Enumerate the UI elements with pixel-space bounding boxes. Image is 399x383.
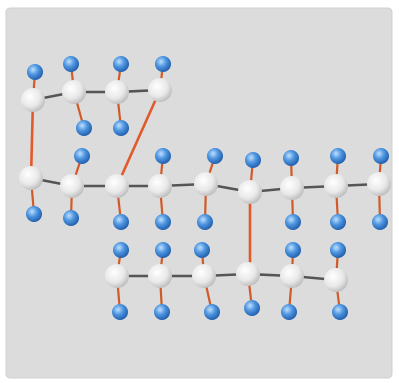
hydrogen-atom <box>112 304 128 320</box>
hydrogen-atom <box>283 150 299 166</box>
backbone-atom <box>148 174 172 198</box>
backbone-atom <box>105 174 129 198</box>
backbone-atom <box>21 88 45 112</box>
backbone-atom <box>324 268 348 292</box>
backbone-atom <box>62 80 86 104</box>
hydrogen-atom <box>194 242 210 258</box>
hydrogen-atom <box>244 300 260 316</box>
hydrogen-atom <box>155 148 171 164</box>
hydrogen-atom <box>332 304 348 320</box>
hydrogen-atom <box>113 56 129 72</box>
hydrogen-atom <box>155 214 171 230</box>
backbone-atom <box>148 264 172 288</box>
hydrogen-atom <box>154 304 170 320</box>
hydrogen-atom <box>245 152 261 168</box>
hydrogen-atom <box>281 304 297 320</box>
backbone-atom <box>105 80 129 104</box>
hydrogen-atom <box>372 214 388 230</box>
backbone-atom <box>60 174 84 198</box>
backbone-atom <box>105 264 129 288</box>
hydrogen-atom <box>330 242 346 258</box>
backbone-atom <box>194 172 218 196</box>
hydrogen-atom <box>74 148 90 164</box>
backbone-atom <box>280 176 304 200</box>
crosslink-bond <box>29 98 35 180</box>
backbone-atom <box>238 180 262 204</box>
hydrogen-atom <box>330 214 346 230</box>
hydrogen-atom <box>113 214 129 230</box>
hydrogen-atom <box>155 242 171 258</box>
hydrogen-atom <box>76 120 92 136</box>
hydrogen-atom <box>63 210 79 226</box>
hydrogen-atom <box>26 206 42 222</box>
hydrogen-atom <box>113 242 129 258</box>
backbone-atom <box>367 172 391 196</box>
hydrogen-atom <box>197 214 213 230</box>
crosslink-bond <box>115 88 162 188</box>
backbone-atom <box>19 166 43 190</box>
backbone-atom <box>324 174 348 198</box>
hydrogen-atom <box>373 148 389 164</box>
backbone-atom <box>148 78 172 102</box>
hydrogen-atom <box>207 148 223 164</box>
backbone-atom <box>280 264 304 288</box>
hydrogen-atom <box>330 148 346 164</box>
hydrogen-atom <box>63 56 79 72</box>
hydrogen-atom <box>155 56 171 72</box>
hydrogen-atom <box>27 64 43 80</box>
hydrogen-atom <box>285 214 301 230</box>
hydrogen-atom <box>113 120 129 136</box>
hydrogen-atom <box>204 304 220 320</box>
hydrogen-atom <box>285 242 301 258</box>
backbone-atom <box>192 264 216 288</box>
atom-layer <box>19 56 391 320</box>
backbone-atom <box>236 262 260 286</box>
